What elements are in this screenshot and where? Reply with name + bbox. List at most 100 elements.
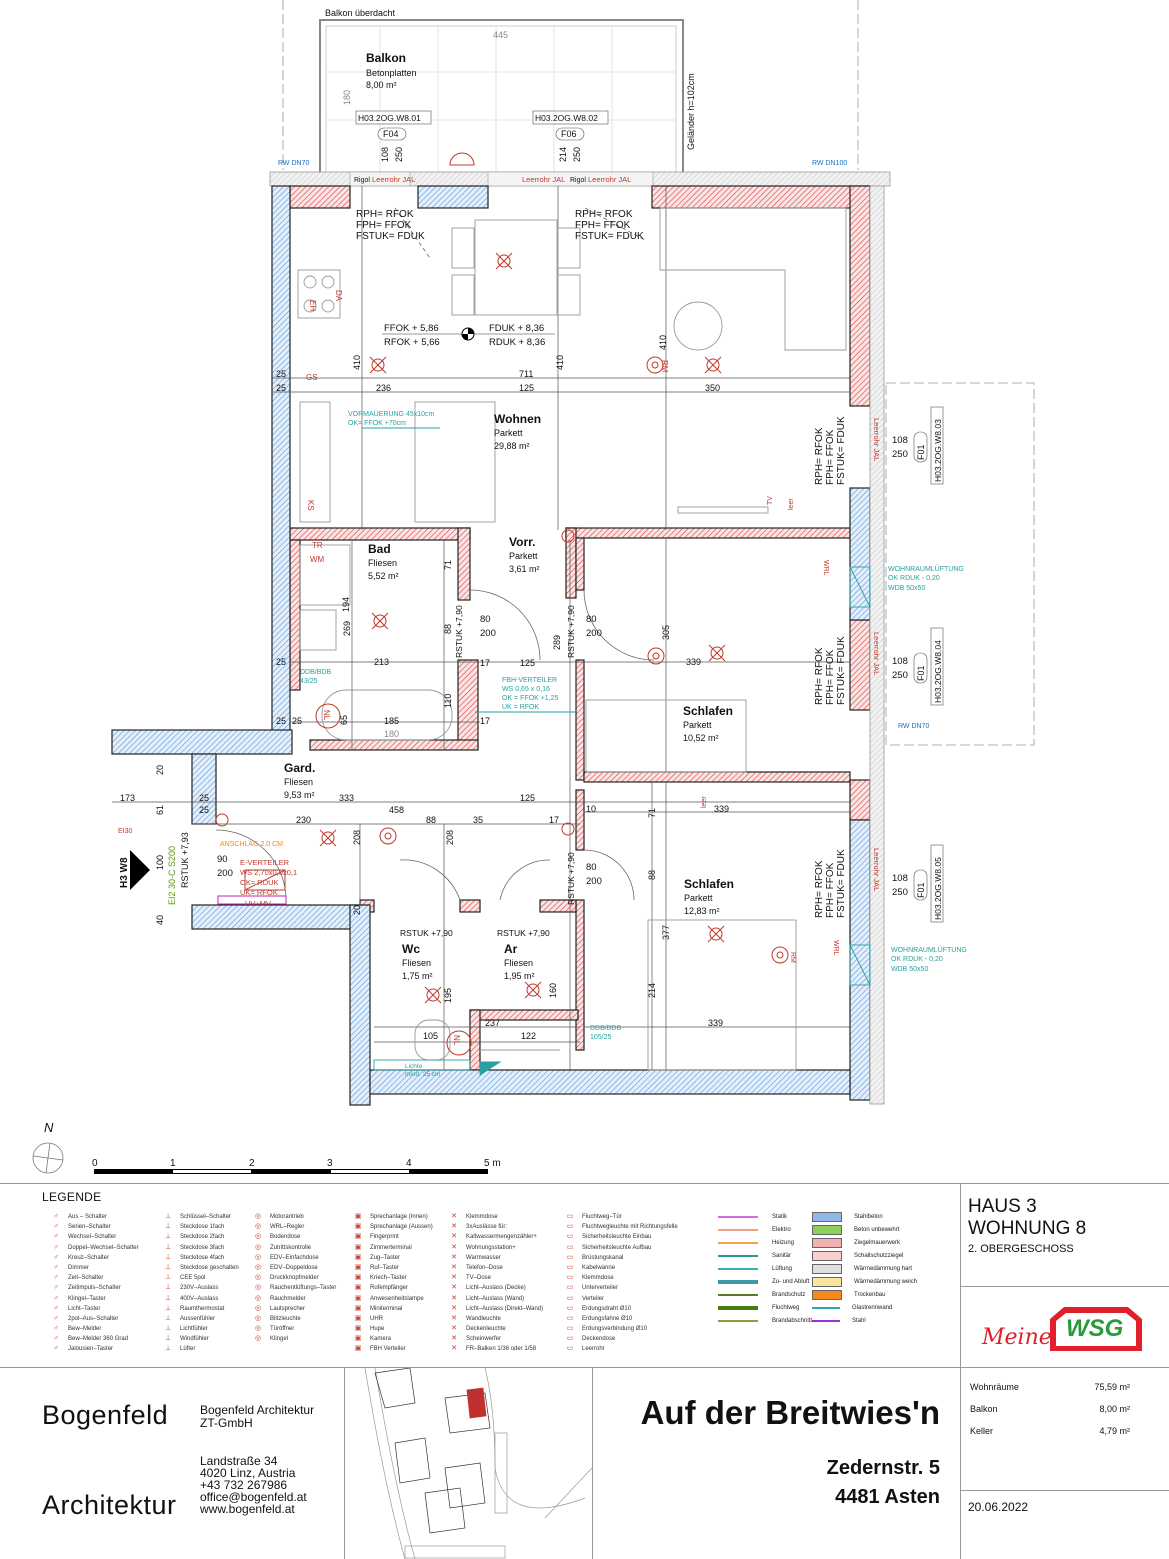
legend-material-item: Trockenbau (812, 1288, 917, 1301)
legend-symbol-icon: ⊥ (164, 1213, 172, 1220)
legend-symbol-icon: ▭ (566, 1294, 574, 1302)
symbol-leer-1: leer (788, 498, 795, 510)
dim-88-c: 88 (647, 870, 657, 880)
legend-material-swatch (812, 1237, 842, 1248)
legend-item: ⊥400V–Auslass (160, 1294, 239, 1304)
legend-item: ♂Wechsel–Schalter (48, 1232, 139, 1242)
room-floor-bad: Fliesen (368, 558, 397, 568)
symbol-wrl-1: WRL (822, 560, 829, 576)
legend-item: ▭Sicherheitsleuchte Aufbau (562, 1243, 678, 1253)
dim-289: 289 (552, 635, 562, 650)
legend-symbol-icon: ▣ (354, 1243, 362, 1251)
legend-item: ▣Kamera (350, 1334, 433, 1344)
firm-phone: +43 732 267986 (200, 1478, 288, 1492)
legend-symbol-icon: ♂ (53, 1213, 59, 1220)
room-name-wohnen: Wohnen (494, 412, 541, 426)
rigol-label-1: Rigol (354, 177, 370, 184)
dim-61: 61 (155, 805, 165, 815)
symbol-ks: KS (306, 500, 315, 511)
legend-symbol-icon: ◎ (254, 1335, 262, 1343)
divider (0, 1367, 1169, 1368)
legend-item: ▣UHR (350, 1314, 433, 1324)
legend-label: Hupe (370, 1326, 385, 1333)
legend-material-swatch (812, 1250, 842, 1261)
legend-label: Klingel–Taster (68, 1295, 106, 1302)
legend-label: Bew–Melder 360 Grad (68, 1336, 129, 1343)
legend-item: ⊥Raumthermostat (160, 1304, 239, 1314)
leerrohr-label-2: Leerrohr JAL (522, 175, 565, 184)
legend-label: Kabelwanne (582, 1264, 616, 1271)
legend-item: ⊥Steckdose 4fach (160, 1253, 239, 1263)
legend-item: ▭Leerrohr (562, 1344, 678, 1354)
legend-line-label: Sanitär (772, 1252, 792, 1259)
legend-item: ▣ Hupe (350, 1324, 433, 1334)
legend-material-swatch (812, 1263, 842, 1274)
legend-symbol-icon: ▣ (354, 1325, 362, 1333)
dim-110: 110 (443, 694, 453, 708)
project-title: Auf der Breitwies'n (640, 1394, 940, 1431)
dim-180: 180 (384, 729, 399, 739)
legend-item: ▭Unterverteiler (562, 1283, 678, 1293)
legend-symbol-icon: ♂ (53, 1253, 59, 1261)
house-title: HAUS 3 WOHNUNG 8 (968, 1196, 1086, 1240)
wsg-logo: Meine WSG (980, 1305, 1145, 1355)
room-floor-wc: Fliesen (402, 958, 431, 968)
legend-label: Ruf–Taster (370, 1264, 400, 1271)
geschoss-label: 2. OBERGESCHOSS (968, 1243, 1074, 1255)
lichte-2: mind. 25 cm (405, 1071, 440, 1078)
legend-item: ▣FBH Verteiler (350, 1344, 433, 1354)
legend-line-item: Lüftung (718, 1262, 812, 1275)
legend-label: Zimmerterminal (370, 1244, 412, 1251)
legend-symbol-icon: ◎ (254, 1294, 262, 1302)
legend-symbol-icon: ▣ (354, 1304, 362, 1312)
room-name-ar: Ar (504, 942, 518, 956)
vormauerung-2: OK= FFOK +70cm (348, 420, 406, 427)
door-rating: EI2 30-C S200 (167, 846, 177, 905)
legend-label: 230V–Auslass (180, 1285, 219, 1292)
floor-plan: Balkon überdacht 445 180 Geländer h=102c… (111, 0, 1035, 1106)
legend-item: ▭Brüstungskanal (562, 1253, 678, 1263)
room-floor-gard: Fliesen (284, 777, 313, 787)
leerrohr-label-3: Leerrohr JAL (588, 175, 631, 184)
legend-label: Druckknopfmelder (270, 1275, 319, 1282)
ddb-bad-2: 43/25 (300, 678, 318, 685)
legend-item: ◎Bodendose (250, 1232, 336, 1242)
legend-symbol-icon: ♂ (53, 1335, 59, 1343)
dim-305: 305 (661, 625, 671, 640)
legend-label: Telefon–Dose (466, 1264, 503, 1271)
legend-symbol-icon: ✕ (451, 1263, 457, 1271)
room-name-bad: Bad (368, 542, 391, 556)
architect-logo-word-1: Bogenfeld (42, 1400, 169, 1430)
area-row-keller: Keller 4,79 m² (970, 1426, 1130, 1436)
dim-25-e: 25 (292, 716, 302, 726)
ref-fstuk-1: FSTUK= FDUK (356, 231, 425, 242)
level-rfok: RFOK + 5,66 (384, 337, 440, 348)
legend-line-label: Fluchtweg (772, 1304, 800, 1311)
ddb-bad-1: DDB/BDB (300, 669, 331, 676)
wrl-label-2b: OK RDUK - 0,20 (891, 956, 943, 963)
dim-458: 458 (389, 805, 404, 815)
legend-material-label: Stahl (852, 1317, 866, 1324)
legend-material-swatch (812, 1224, 842, 1235)
legend-col-6: ▭Fluchtweg–Tür▭Fluchtwegleuchte mit Rich… (562, 1212, 678, 1355)
legend-symbol-icon: ⊥ (164, 1274, 172, 1282)
legend-material-label: Wärmedämmung weich (854, 1278, 918, 1285)
room-name-wc: Wc (402, 942, 420, 956)
legend-item: ♂Jalousien–Taster (48, 1344, 139, 1354)
dim-35: 35 (473, 815, 483, 825)
legend-label: Steckdose 2fach (180, 1234, 225, 1241)
legend-label: Brüstungskanal (582, 1254, 624, 1261)
legend-item: ✕Kaltwassermengenzähler+ (446, 1232, 543, 1242)
ever-1: E-VERTEILER (240, 858, 290, 867)
door-schlafen2-h: 200 (586, 876, 602, 887)
legend-label: Sicherheitsleuchte Aufbau (582, 1244, 652, 1251)
window-type-w805: F01 (916, 882, 926, 898)
firm-type: ZT-GmbH (200, 1416, 253, 1430)
legend-symbol-icon: ♂ (53, 1284, 59, 1292)
legend-label: Fluchtwegleuchte mit Richtungsfelle (582, 1224, 678, 1231)
legend-label: Erdungsdraht Ø10 (582, 1305, 632, 1312)
divider (960, 1183, 961, 1559)
legend-label: Aussenfühler (180, 1315, 216, 1322)
room-name-gard: Gard. (284, 761, 315, 775)
